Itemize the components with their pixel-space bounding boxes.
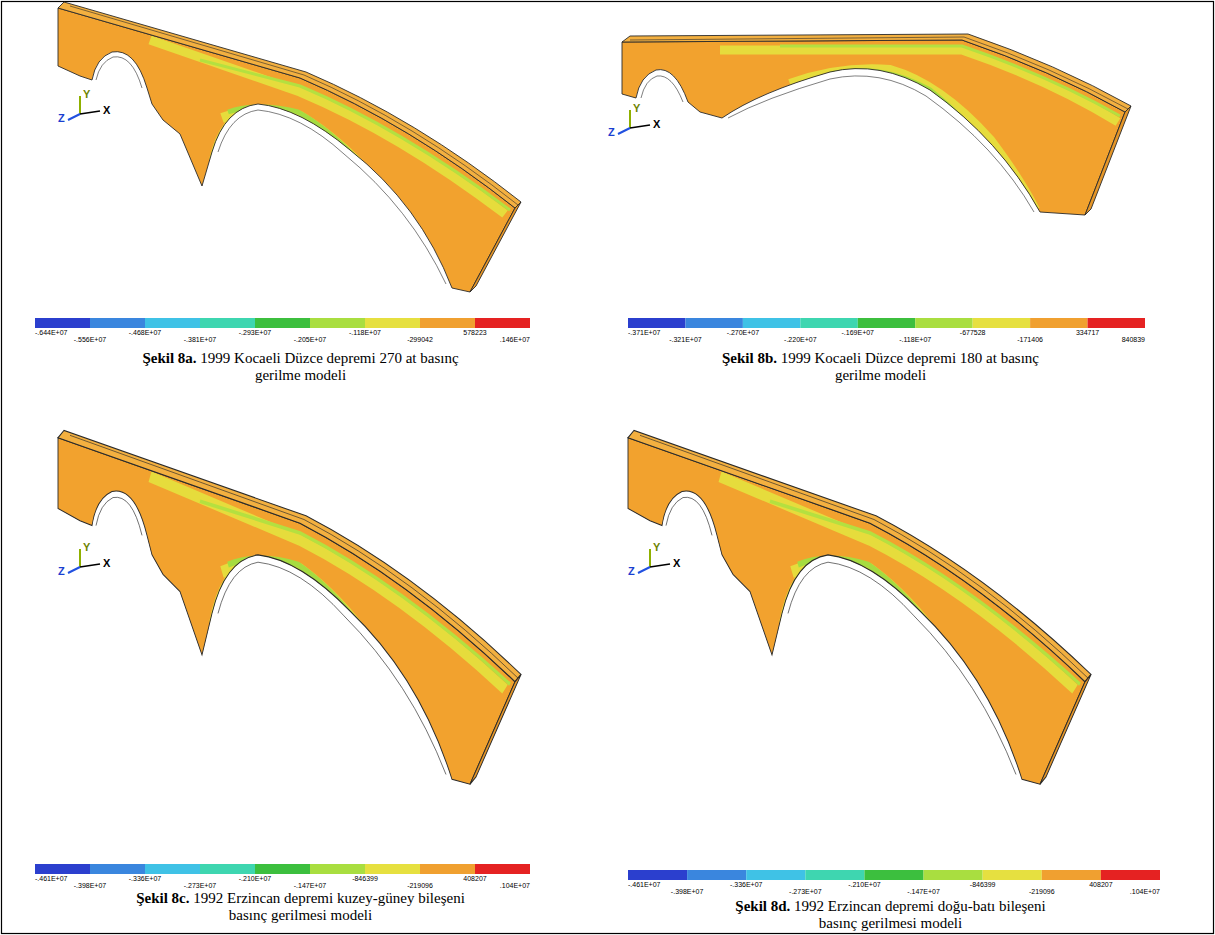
figure-number: Şekil 8b. — [722, 350, 777, 366]
contour-color-bar — [628, 318, 1145, 328]
contour-value: -.270E+07 — [727, 329, 760, 337]
contour-value: -.210E+07 — [848, 881, 881, 889]
axis-label: Y — [83, 88, 90, 100]
contour-value: -.205E+07 — [294, 336, 327, 344]
figure-caption: 1992 Erzincan depremi doğu-batı bileşeni… — [794, 898, 1046, 931]
axis-label: Z — [628, 565, 635, 577]
contour-value: -.468E+07 — [129, 329, 162, 337]
contour-value: .146E+07 — [500, 336, 530, 344]
contour-value: -.644E+07 — [35, 329, 68, 337]
figure-caption: 1992 Erzincan depremi kuzey-güney bileşe… — [193, 890, 465, 923]
contour-value: -.336E+07 — [730, 881, 763, 889]
bridge-model — [622, 34, 1131, 215]
contour-value: -219096 — [407, 882, 433, 890]
axis-label: X — [103, 104, 110, 116]
axis-label: Y — [633, 102, 640, 114]
axis-label: X — [103, 557, 110, 569]
contour-value: .104E+07 — [1130, 888, 1160, 896]
contour-value: -.398E+07 — [671, 888, 704, 896]
caption-block: Şekil 8c.1992 Erzincan depremi kuzey-gün… — [133, 890, 468, 924]
contour-color-bar — [35, 318, 530, 328]
contour-value: -.381E+07 — [184, 336, 217, 344]
axis-label: Z — [608, 126, 615, 138]
contour-value: -.147E+07 — [907, 888, 940, 896]
axis-label: X — [653, 118, 660, 130]
axis-label: Z — [58, 112, 65, 124]
contour-value: -.398E+07 — [74, 882, 107, 890]
contour-value: -.321E+07 — [669, 336, 702, 344]
figure-number: Şekil 8c. — [136, 890, 189, 906]
bridge-model — [58, 2, 521, 292]
caption-block: Şekil 8d.1992 Erzincan depremi doğu-batı… — [723, 898, 1058, 932]
contour-value: -.147E+07 — [294, 882, 327, 890]
figure-caption: 1999 Kocaeli Düzce depremi 270 at basınç… — [200, 350, 458, 383]
caption-block: Şekil 8b.1999 Kocaeli Düzce depremi 180 … — [713, 350, 1048, 384]
contour-value: -846399 — [352, 875, 378, 883]
contour-value: -.210E+07 — [239, 875, 272, 883]
contour-color-bar — [35, 864, 530, 874]
contour-value: -.371E+07 — [628, 329, 661, 337]
contour-value: -.118E+07 — [899, 336, 931, 344]
contour-value: -299042 — [407, 336, 433, 344]
figure-caption: 1999 Kocaeli Düzce depremi 180 at basınç… — [781, 350, 1039, 383]
contour-value: -171406 — [1017, 336, 1043, 344]
contour-value: -.336E+07 — [129, 875, 162, 883]
caption-block: Şekil 8a.1999 Kocaeli Düzce depremi 270 … — [133, 350, 468, 384]
contour-value: -677528 — [960, 329, 986, 337]
axis-label: Z — [58, 565, 65, 577]
contour-value: -.293E+07 — [239, 329, 272, 337]
bridge-model — [58, 430, 521, 784]
contour-value: 408207 — [1089, 881, 1112, 889]
contour-value: 840839 — [1122, 336, 1145, 344]
contour-value: -.169E+07 — [842, 329, 875, 337]
contour-value: -.220E+07 — [784, 336, 817, 344]
axis-label: Y — [653, 541, 660, 553]
contour-value: 578223 — [463, 329, 486, 337]
contour-value: -219096 — [1029, 888, 1055, 896]
contour-value: -.556E+07 — [74, 336, 107, 344]
contour-value: -.118E+07 — [349, 329, 381, 337]
contour-value: -.461E+07 — [628, 881, 661, 889]
contour-value: -.461E+07 — [35, 875, 68, 883]
axis-label: X — [673, 557, 680, 569]
contour-value: -.273E+07 — [789, 888, 822, 896]
contour-value: -.273E+07 — [184, 882, 217, 890]
figure-number: Şekil 8d. — [735, 898, 790, 914]
axis-label: Y — [83, 541, 90, 553]
figure-number: Şekil 8a. — [142, 350, 196, 366]
contour-value: -846399 — [970, 881, 996, 889]
contour-color-bar — [628, 870, 1160, 880]
contour-value: .104E+07 — [500, 882, 530, 890]
bridge-model — [628, 430, 1091, 784]
contour-value: 334717 — [1076, 329, 1099, 337]
contour-value: 408207 — [463, 875, 486, 883]
